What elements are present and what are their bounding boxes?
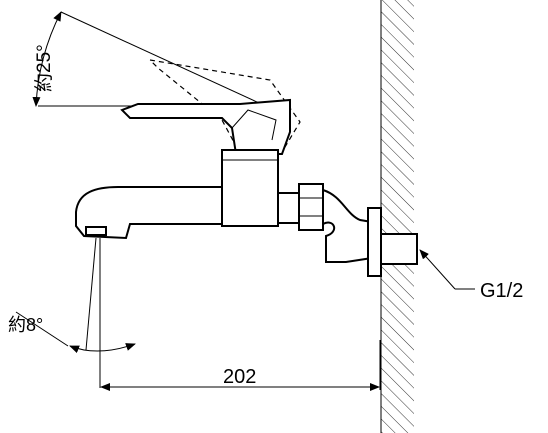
threaded-pipe	[380, 233, 418, 265]
aerator	[85, 226, 107, 236]
thread-size-label: G1/2	[480, 280, 523, 302]
elbow-connector	[322, 188, 373, 263]
wall	[380, 0, 414, 433]
hex-nut	[298, 183, 324, 231]
spout	[75, 186, 223, 240]
nut-collar	[277, 192, 300, 224]
lever-angle-label: 約25°	[33, 44, 55, 92]
spout-angle-label: 約8°	[8, 315, 43, 335]
thread-leader	[419, 249, 475, 290]
length-dimension-label: 202	[223, 366, 256, 388]
valve-body	[221, 149, 279, 227]
length-dimension-line	[100, 340, 381, 391]
wall-flange	[367, 207, 382, 277]
spout-angle-construction	[15, 237, 136, 388]
lever-handle	[120, 98, 291, 155]
